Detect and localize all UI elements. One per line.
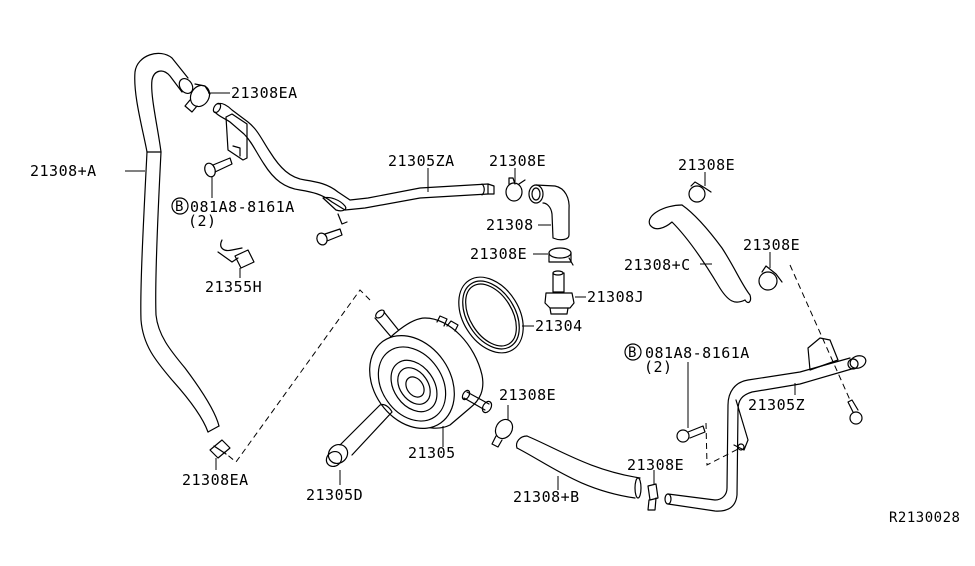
- bolt-081a8-8161a-left[interactable]: B 081A8-8161A (2): [171, 157, 343, 246]
- reference-code: R2130028: [889, 510, 960, 526]
- callout-21308j: 21308J: [587, 288, 644, 306]
- hose-21308-plus-b[interactable]: 21308+B: [513, 435, 642, 506]
- hose-21308-plus-a[interactable]: 21308+A: [30, 52, 220, 433]
- callout-21308e-right-top: 21308E: [678, 156, 735, 174]
- tube-21305z[interactable]: 21305Z: [664, 337, 868, 512]
- callout-qty-left: (2): [188, 212, 217, 230]
- bolt-081a8-8161a-right[interactable]: B 081A8-8161A (2): [624, 343, 863, 443]
- callout-21308-plus-a: 21308+A: [30, 162, 97, 180]
- alignment-dashed-line: [223, 289, 371, 463]
- callout-081a8-8161a-left: 081A8-8161A: [190, 198, 295, 216]
- callout-21355h: 21355H: [205, 278, 262, 296]
- callout-081a8-8161a-right: 081A8-8161A: [645, 344, 750, 362]
- callout-21305: 21305: [408, 444, 456, 462]
- clamp-21308ea-top[interactable]: 21308EA: [184, 82, 298, 113]
- gasket-21304[interactable]: 21304: [446, 265, 583, 364]
- clip-21355h[interactable]: 21355H: [205, 239, 262, 296]
- bolt-symbol-b: B: [175, 199, 183, 215]
- alignment-dashed-line-bolt: [705, 422, 741, 466]
- callout-21308e-right: 21308E: [743, 236, 800, 254]
- clamp-21308e-right[interactable]: 21308E: [743, 236, 800, 291]
- oil-cooler-21305[interactable]: 21305: [352, 308, 493, 462]
- callout-21308-plus-b: 21308+B: [513, 488, 580, 506]
- clamp-21308e-top[interactable]: 21308E: [489, 152, 546, 202]
- alignment-dashed-line-right: [789, 264, 851, 401]
- bolt-symbol-circle: [171, 197, 189, 215]
- callout-21308e-top: 21308E: [489, 152, 546, 170]
- callout-21305z: 21305Z: [748, 396, 805, 414]
- clamp-21308ea-bottom[interactable]: 21308EA: [182, 439, 249, 489]
- clamp-21308e-cooler[interactable]: 21308E: [491, 386, 556, 448]
- callout-21308-plus-c: 21308+C: [624, 256, 691, 274]
- callout-21308ea-top: 21308EA: [231, 84, 298, 102]
- clamp-21308e-mid[interactable]: 21308E: [470, 245, 574, 266]
- bolt-21305d[interactable]: 21305D: [306, 403, 393, 504]
- hose-21308[interactable]: 21308: [486, 184, 570, 241]
- callout-21308: 21308: [486, 216, 534, 234]
- connector-21308j[interactable]: 21308J: [544, 270, 644, 315]
- clamp-21308e-right-top[interactable]: 21308E: [678, 156, 735, 203]
- callout-21308e-mid: 21308E: [470, 245, 527, 263]
- callout-21308e-cooler: 21308E: [499, 386, 556, 404]
- callout-qty-right: (2): [644, 358, 673, 376]
- hose-21308-plus-c[interactable]: 21308+C: [624, 204, 752, 304]
- callout-21308ea-bottom: 21308EA: [182, 471, 249, 489]
- callout-21305d: 21305D: [306, 486, 363, 504]
- callout-21304: 21304: [535, 317, 583, 335]
- callout-21308e-bottom: 21308E: [627, 456, 684, 474]
- callout-21305za: 21305ZA: [388, 152, 455, 170]
- bolt-symbol-circle: [624, 343, 642, 361]
- tube-21305za[interactable]: 21305ZA: [212, 102, 495, 225]
- bolt-symbol-b: B: [628, 345, 636, 361]
- clamp-21308e-bottom[interactable]: 21308E: [627, 456, 684, 511]
